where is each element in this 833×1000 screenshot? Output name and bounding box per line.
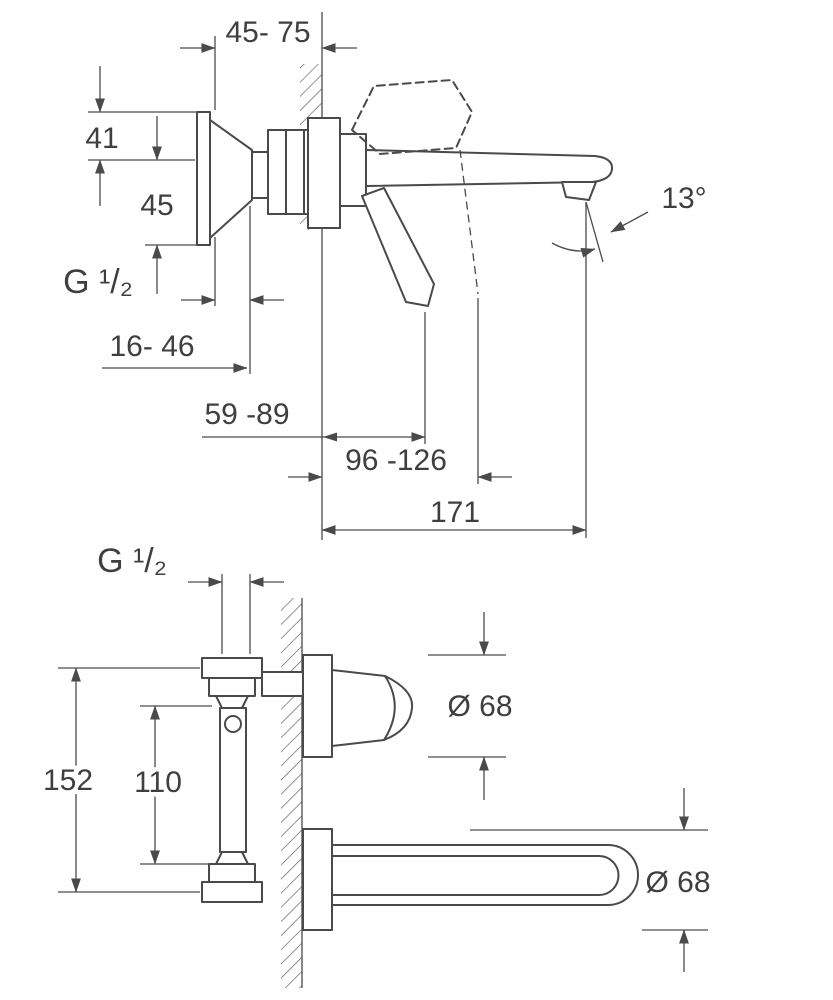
dim-spout-angle-label: 13°	[661, 182, 706, 215]
escutcheon-cone	[209, 119, 253, 239]
escutcheon-flange	[196, 111, 211, 246]
wall-section-bottom	[281, 598, 303, 988]
dim-diameter-top: Ø 68	[428, 612, 517, 800]
dim-trim-range: 16- 46	[102, 206, 284, 374]
dim-depth-range-label: 45- 75	[225, 16, 310, 49]
dim-overall-height: 152	[38, 667, 200, 893]
dim-diameter-top-label: Ø 68	[447, 690, 512, 723]
dim-trim-range-label: 16- 46	[109, 330, 194, 363]
dim-depth-range: 45- 75	[180, 12, 357, 110]
spout	[365, 149, 614, 187]
lever-swing-dashed	[459, 149, 479, 295]
dim-spout-projection: 171	[321, 202, 587, 538]
lever-handle-closed	[361, 187, 435, 307]
dim-bottom-offset-label: 45	[140, 189, 173, 222]
handle-plan	[331, 669, 414, 747]
escutcheon-edge-top	[302, 654, 333, 758]
thread-dim-bottom: G ¹/₂	[93, 538, 284, 654]
handle-accent	[383, 675, 396, 741]
wall-section	[300, 12, 323, 540]
dim-diameter-bottom: Ø 68	[470, 788, 715, 972]
mixer-body-side	[196, 79, 614, 307]
dim-spout-angle: 13°	[551, 178, 711, 263]
lever-handle-open-dashed	[351, 79, 473, 155]
lower-union-step	[208, 863, 256, 883]
spout-inner	[331, 855, 620, 896]
side-view: 45- 75 41 45 G ¹/₂ 16- 46	[59, 12, 711, 540]
upper-taper	[215, 695, 249, 709]
dim-lever-range: 96 -126	[288, 298, 512, 484]
dim-top-offset: 41	[81, 66, 196, 206]
wall-plate	[307, 117, 341, 229]
dim-spout-projection-label: 171	[430, 496, 480, 529]
lower-union	[201, 881, 263, 903]
port-detail	[224, 715, 242, 733]
dim-port-distance-label: 110	[134, 766, 182, 799]
thread-label-top: G ¹/₂	[63, 263, 133, 301]
thread-label-bottom: G ¹/₂	[97, 542, 167, 580]
plan-view: G ¹/₂ 152 110 Ø 68	[38, 538, 715, 988]
dim-bottom-offset: 45	[136, 116, 198, 294]
mixer-body-plan	[201, 654, 639, 931]
escutcheon-neck	[251, 151, 269, 199]
upper-union	[201, 657, 263, 679]
dim-overall-height-label: 152	[43, 764, 93, 797]
dim-escutcheon-range: 59 -89	[200, 312, 426, 444]
aerator	[561, 181, 597, 201]
arrowhead	[323, 432, 337, 442]
dim-escutcheon-range-label: 59 -89	[204, 398, 289, 431]
dim-diameter-bottom-label: Ø 68	[645, 866, 710, 899]
dim-top-offset-label: 41	[85, 122, 118, 155]
escutcheon-edge-bottom	[302, 828, 333, 931]
spout-plan	[331, 844, 639, 906]
lower-taper	[215, 851, 249, 865]
dim-port-distance: 110	[130, 705, 212, 865]
dim-lever-range-label: 96 -126	[345, 444, 447, 477]
wall-hatch	[281, 598, 302, 988]
upper-union-step	[208, 677, 256, 697]
valve-stem	[261, 671, 304, 697]
